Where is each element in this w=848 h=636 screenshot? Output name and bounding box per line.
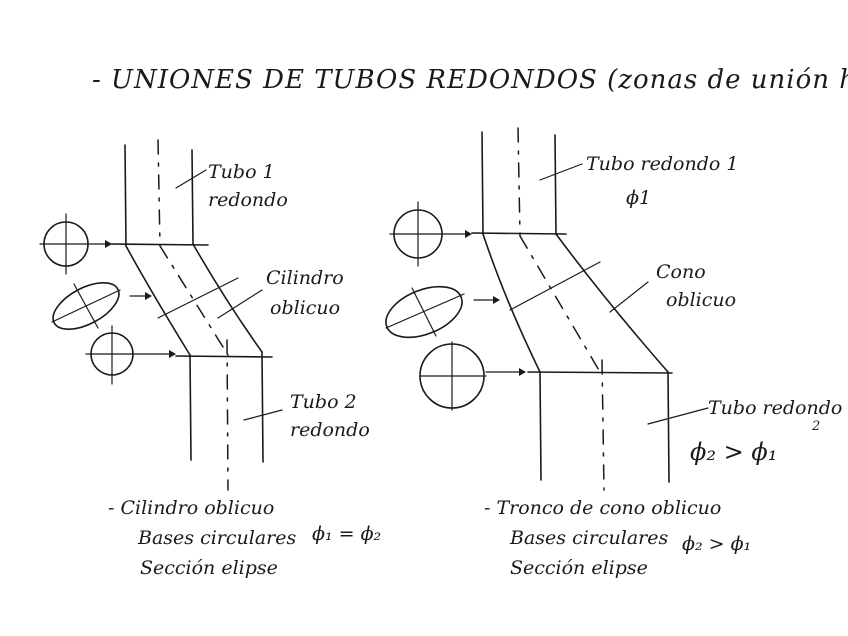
left-bottom-tube-right-wall <box>261 351 264 463</box>
left-bottom-joint-line <box>175 355 273 358</box>
right-ellipse-middle <box>385 285 500 339</box>
right-top-joint-line <box>471 232 567 235</box>
right-top-tube-left-wall <box>481 131 484 235</box>
right-cone-left-wall <box>482 233 541 373</box>
left-top-joint-line <box>111 243 209 246</box>
left-oblique-right-wall <box>192 243 263 353</box>
left-middle-label-1: Cilindro <box>266 267 344 289</box>
left-top-tube-label-2: redondo <box>208 189 288 211</box>
right-cone-right-wall <box>555 233 669 373</box>
left-leader-cilindro <box>217 289 263 319</box>
left-top-tube-right-wall <box>191 149 194 245</box>
right-middle-label-2: oblicuo <box>666 289 736 311</box>
left-note-line-1: - Cilindro oblicuo <box>108 497 274 519</box>
left-bottom-tube-label-2: redondo <box>290 419 370 441</box>
right-leader-cono <box>609 281 649 313</box>
left-note-line-2: Bases circulares <box>137 527 296 549</box>
right-top-tube-label-2: ϕ1 <box>626 187 651 209</box>
right-note-line-3: Sección elipse <box>510 557 648 579</box>
right-circle-top <box>389 201 472 267</box>
left-circle-top <box>39 213 113 275</box>
right-top-tube-right-wall <box>554 134 557 235</box>
right-note-line-2: Bases circulares <box>509 527 668 549</box>
right-circle-bottom <box>419 341 526 411</box>
right-bottom-tube-axis <box>601 359 605 491</box>
right-middle-label-1: Cono <box>656 261 706 283</box>
left-oblique-axis <box>159 245 229 356</box>
right-bottom-tube-left-wall <box>539 371 542 481</box>
right-leader-tubo1 <box>539 163 583 181</box>
right-relation: ϕ₂ > ϕ₁ <box>682 533 751 555</box>
left-leader-tubo1 <box>175 169 207 189</box>
left-relation: ϕ₁ = ϕ₂ <box>312 523 381 545</box>
right-top-tube-axis <box>517 127 521 237</box>
left-leader-tubo2 <box>243 409 283 421</box>
page-title: - UNIONES DE TUBOS REDONDOS (zonas de un… <box>92 65 848 95</box>
right-diameter-relation: ϕ₂ > ϕ₁ <box>690 438 777 466</box>
left-bottom-tube-label-1: Tubo 2 <box>290 391 357 413</box>
left-ellipse-middle <box>51 282 152 330</box>
left-note-line-3: Sección elipse <box>140 557 278 579</box>
left-bottom-tube-left-wall <box>189 354 192 461</box>
right-bottom-tube-label-1: Tubo redondo <box>708 397 842 419</box>
right-top-tube-label-1: Tubo redondo 1 <box>586 153 738 175</box>
left-diagram: Tubo 1 redondo Cilindro oblicuo Tubo 2 r… <box>39 139 381 579</box>
left-top-tube-axis <box>157 139 161 247</box>
right-bottom-tube-right-wall <box>667 371 670 483</box>
left-middle-label-2: oblicuo <box>270 297 340 319</box>
left-bottom-tube-axis <box>226 339 229 491</box>
right-cone-axis <box>519 235 601 373</box>
left-circle-bottom <box>85 325 176 385</box>
right-bottom-joint-line <box>527 371 673 374</box>
right-bottom-tube-label-2: 2 <box>811 419 820 434</box>
right-leader-tubo2 <box>647 407 709 425</box>
left-oblique-left-wall <box>125 245 191 356</box>
right-diagram: Tubo redondo 1 ϕ1 Cono oblicuo Tubo redo… <box>385 127 842 579</box>
right-section-line <box>509 261 601 311</box>
left-top-tube-label-1: Tubo 1 <box>208 161 275 183</box>
right-note-line-1: - Tronco de cono oblicuo <box>484 497 721 519</box>
left-section-line <box>157 277 239 319</box>
left-top-tube-left-wall <box>124 144 127 247</box>
